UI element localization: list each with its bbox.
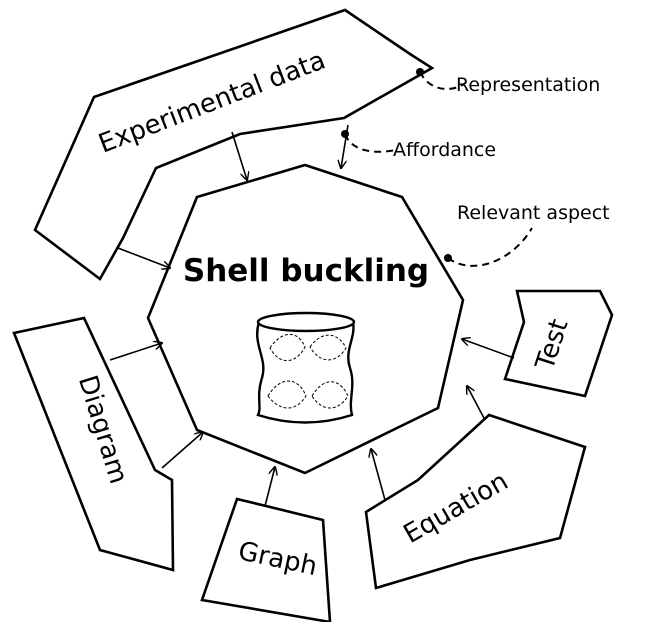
center-title: Shell buckling bbox=[183, 253, 429, 289]
arrow-diagram-lower bbox=[161, 432, 203, 469]
arrow-test bbox=[462, 339, 515, 359]
buckled-cylinder-icon bbox=[256, 311, 356, 424]
representation-leader bbox=[419, 71, 465, 90]
representation-annotation: Representation bbox=[456, 74, 600, 96]
diagram-block bbox=[12, 316, 175, 572]
relevant-aspect-leader bbox=[447, 227, 533, 267]
arrow-experimental-middle bbox=[231, 131, 247, 180]
arrow-graph bbox=[264, 467, 275, 507]
relevant-aspect-annotation: Relevant aspect bbox=[457, 202, 610, 224]
affordance-leader bbox=[344, 133, 397, 153]
arrow-experimental-left bbox=[117, 247, 170, 268]
arrow-equation-upper bbox=[467, 386, 486, 421]
equation-block bbox=[364, 413, 587, 590]
affordance-annotation: Affordance bbox=[393, 139, 496, 161]
arrow-diagram-upper bbox=[109, 343, 162, 361]
experimental-data-block bbox=[33, 8, 435, 281]
arrow-equation-lower bbox=[371, 449, 386, 501]
graph-block bbox=[200, 497, 332, 622]
test-block bbox=[503, 289, 614, 398]
